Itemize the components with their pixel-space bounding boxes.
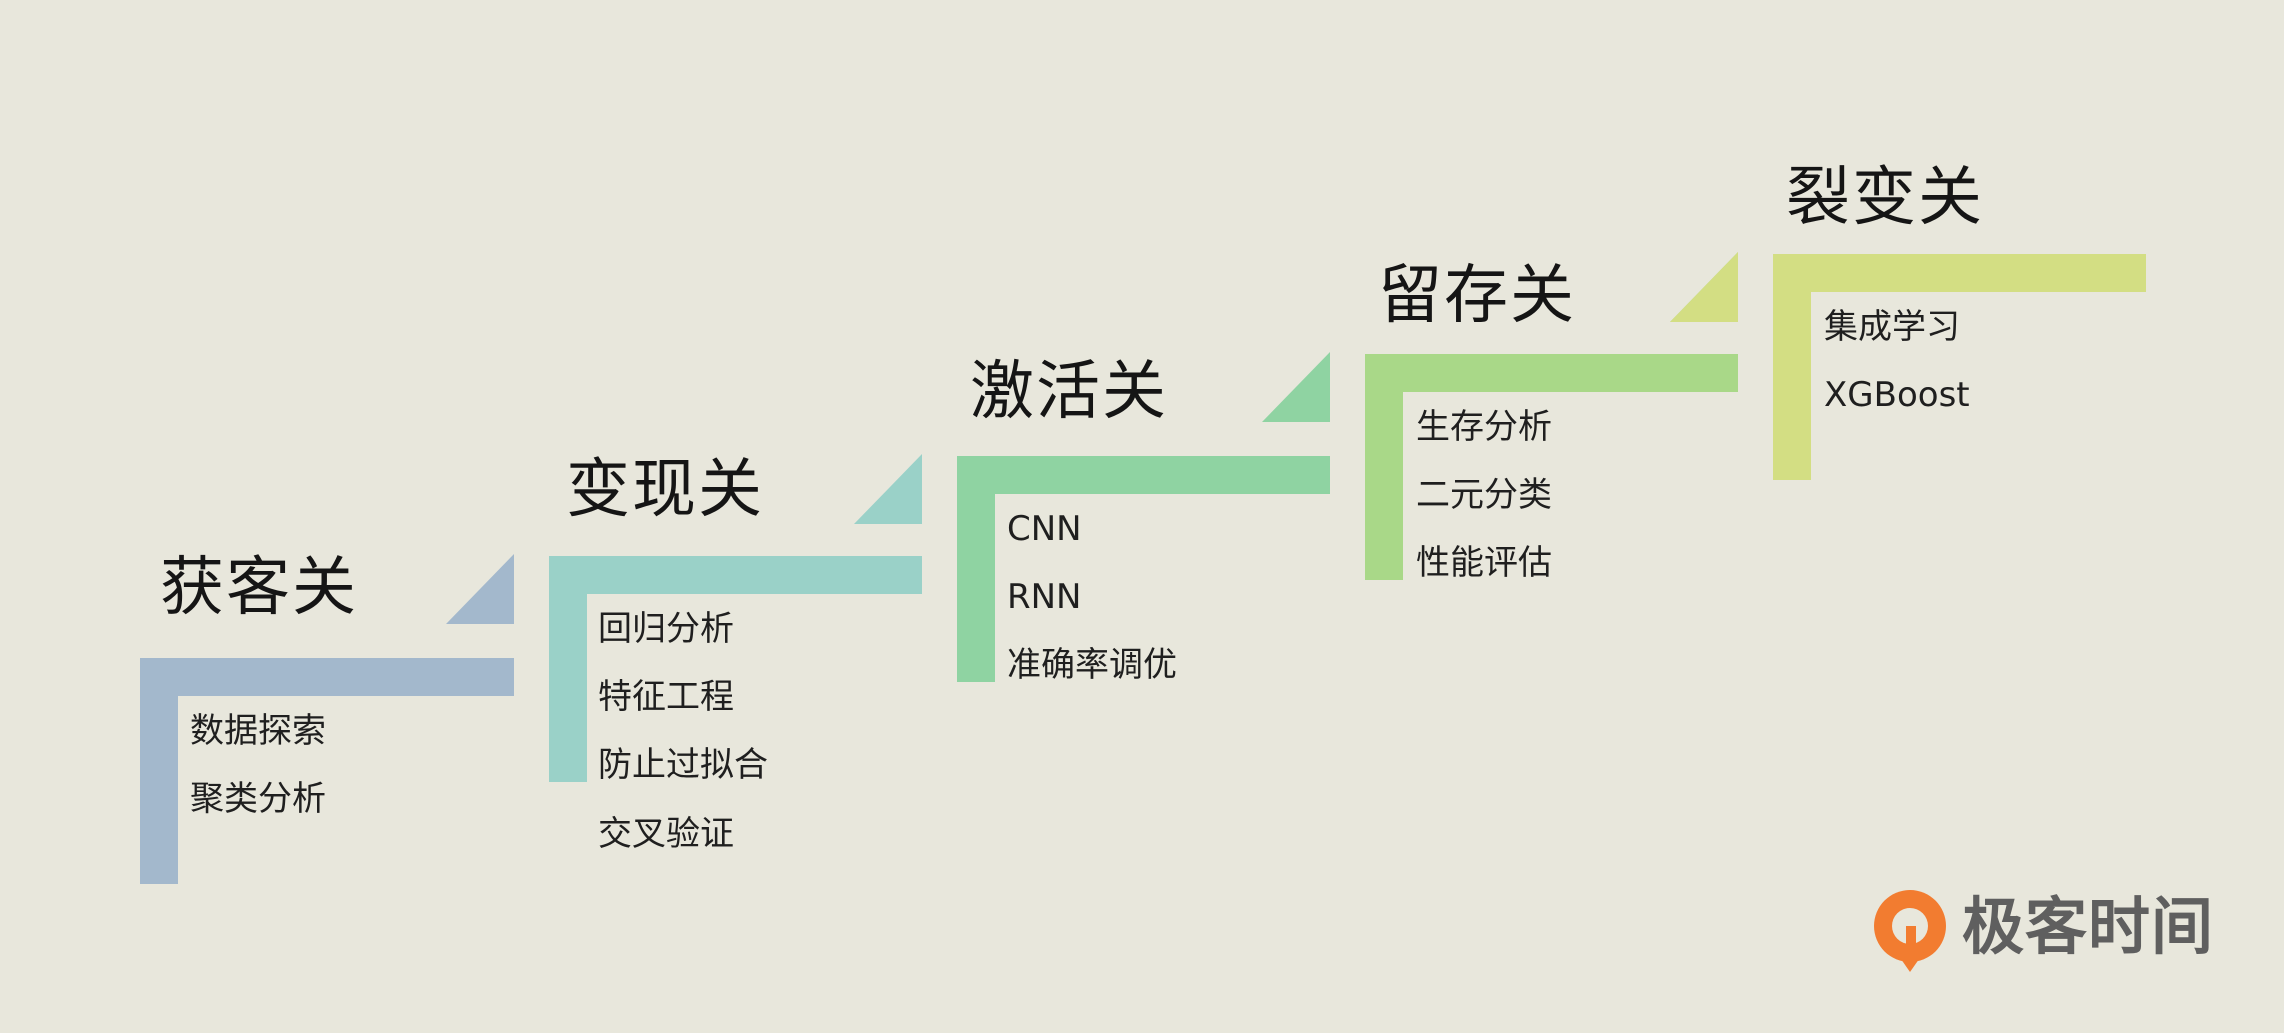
stage-bar-activation-vertical xyxy=(957,456,995,682)
stage-bar-referral-vertical xyxy=(1773,254,1811,480)
stage-title-acquisition: 获客关 xyxy=(160,551,358,625)
stage-item-acquisition-2: 聚类分析 xyxy=(190,779,326,819)
stage-item-monetization-1: 回归分析 xyxy=(598,609,734,649)
stage-title-monetization: 变现关 xyxy=(566,453,764,527)
stage-bar-acquisition-vertical xyxy=(140,658,178,884)
geektime-logo: 极客时间 xyxy=(1872,888,2232,978)
stage-corner-referral xyxy=(1670,252,1738,322)
stage-item-referral-1: 集成学习 xyxy=(1824,307,1960,347)
stage-bar-activation-horizontal xyxy=(957,456,1330,494)
stage-item-acquisition-1: 数据探索 xyxy=(190,711,326,751)
stage-corner-activation xyxy=(1262,352,1330,422)
corner-triangle-icon xyxy=(854,454,922,524)
corner-triangle-icon xyxy=(1670,252,1738,322)
stage-bar-monetization-horizontal xyxy=(549,556,922,594)
stage-item-activation-1: CNN xyxy=(1007,509,1082,549)
stage-bar-retention-vertical xyxy=(1365,354,1403,580)
stage-item-activation-3: 准确率调优 xyxy=(1007,645,1177,685)
stage-item-retention-1: 生存分析 xyxy=(1416,407,1552,447)
corner-triangle-icon xyxy=(1262,352,1330,422)
geektime-logo-icon xyxy=(1874,890,1946,972)
corner-triangle-icon xyxy=(446,554,514,624)
stage-title-activation: 激活关 xyxy=(970,355,1168,429)
stage-bar-retention-horizontal xyxy=(1365,354,1738,392)
stage-bar-acquisition-horizontal xyxy=(140,658,514,696)
stage-item-monetization-2: 特征工程 xyxy=(598,677,734,717)
stage-item-monetization-4: 交叉验证 xyxy=(598,814,734,854)
stage-item-referral-2: XGBoost xyxy=(1824,375,1970,415)
stage-item-retention-3: 性能评估 xyxy=(1416,543,1552,583)
stage-item-monetization-3: 防止过拟合 xyxy=(598,745,768,785)
stage-bar-referral-horizontal xyxy=(1773,254,2146,292)
stage-bar-monetization-vertical xyxy=(549,556,587,782)
geektime-logo-text: 极客时间 xyxy=(1962,890,2215,963)
stage-title-retention: 留存关 xyxy=(1378,259,1576,333)
stage-item-activation-2: RNN xyxy=(1007,577,1082,617)
stage-corner-monetization xyxy=(854,454,922,524)
corner-triangle-shape xyxy=(1670,252,1738,322)
stage-title-referral: 裂变关 xyxy=(1786,161,1984,235)
stage-item-retention-2: 二元分类 xyxy=(1416,475,1552,515)
stage-corner-acquisition xyxy=(446,554,514,624)
